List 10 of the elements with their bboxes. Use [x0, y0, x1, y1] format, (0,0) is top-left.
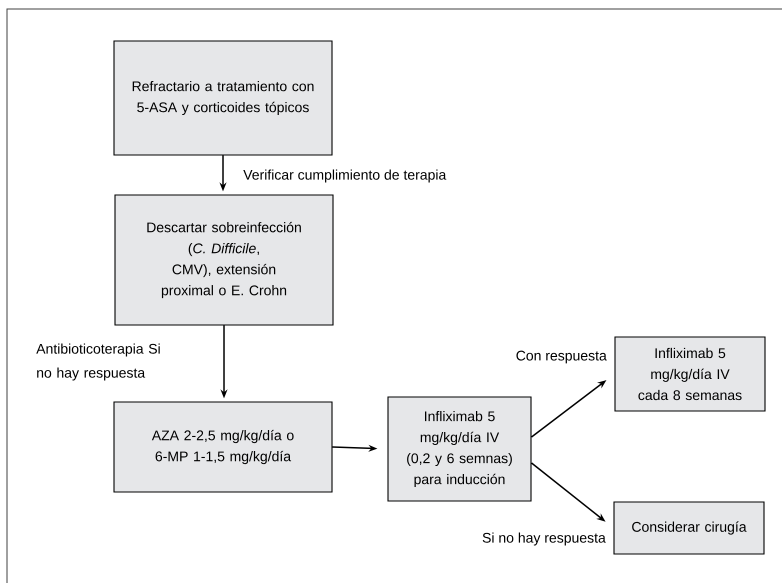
process-box: Infliximab 5 mg/kg/día IV cada 8 semanas [614, 336, 766, 412]
process-box: Descartar sobreinfección (C. Difficile, CMV), extensión proximal o E. Crohn [114, 194, 334, 326]
edge-label: Antibioticoterapia Si no hay respuesta [36, 343, 160, 381]
edge-label: Con respuesta [516, 350, 607, 364]
process-box: Refractario a tratamiento con 5-ASA y corticoides tópicos [113, 40, 333, 156]
process-box: Considerar cirugía [613, 501, 765, 555]
edge-label: Si no hay respuesta [482, 532, 606, 546]
edge-label: Verificar cumplimiento de terapia [243, 169, 446, 183]
process-box: AZA 2-2,5 mg/kg/día o 6-MP 1-1,5 mg/kg/día [113, 401, 333, 493]
process-box: Infliximab 5 mg/kg/día IV (0,2 y 6 semnas) para inducción [387, 396, 532, 502]
